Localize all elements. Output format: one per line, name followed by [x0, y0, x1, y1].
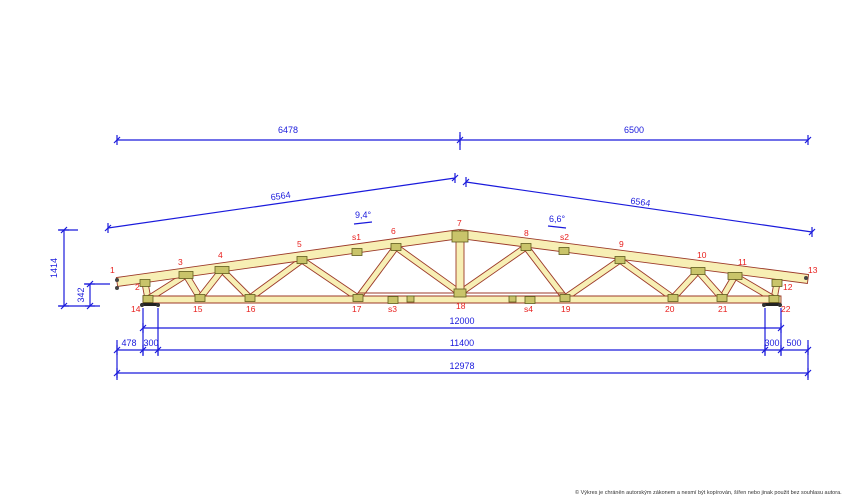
- king-post: [455, 239, 465, 293]
- connector-plate-s4: [524, 296, 536, 304]
- dimension-text-slope_right: 6564: [630, 196, 651, 209]
- connector-plate-17: [352, 294, 364, 302]
- connector-plate-2: [139, 279, 151, 287]
- dimension-text-overall: 12978: [449, 361, 474, 371]
- splice-plate: [508, 295, 517, 303]
- connector-plate-21: [716, 294, 728, 302]
- connector-plate-3: [178, 271, 194, 279]
- connector-plate-8: [520, 243, 532, 251]
- node-label-16: 16: [246, 304, 256, 314]
- dimension-tick: [462, 178, 470, 186]
- node-label-s3: s3: [388, 304, 397, 314]
- dimension-text-top_left: 6478: [278, 125, 298, 135]
- node-label-6: 6: [391, 226, 396, 236]
- copyright-notice: © Výkres je chráněn autorským zákonem a …: [575, 490, 842, 496]
- connector-plate-7: [451, 230, 469, 243]
- node-label-19: 19: [561, 304, 571, 314]
- node-label-10: 10: [697, 250, 707, 260]
- connector-plate-s1: [351, 248, 363, 256]
- node-label-20: 20: [665, 304, 675, 314]
- connector-plate-12: [771, 279, 783, 287]
- connector-plate-5: [296, 256, 308, 264]
- node-label-3: 3: [178, 257, 183, 267]
- node-label-s1: s1: [352, 232, 361, 242]
- node-label-4: 4: [218, 250, 223, 260]
- node-label-18: 18: [456, 301, 466, 311]
- truss: [115, 229, 810, 307]
- node-label-9: 9: [619, 239, 624, 249]
- connector-plate-15: [194, 294, 206, 302]
- connector-plate-9: [614, 256, 626, 264]
- connector-plate-10: [690, 267, 706, 275]
- node-label-5: 5: [297, 239, 302, 249]
- connector-plate-16: [244, 294, 256, 302]
- splice-plate: [406, 295, 415, 303]
- dimension-text-seg_11400: 11400: [450, 338, 474, 348]
- dimension-line: [465, 181, 813, 233]
- dimension-tick: [104, 224, 112, 232]
- node-label-14: 14: [131, 304, 141, 314]
- dimension-text-seg_300a: 300: [143, 338, 158, 348]
- connector-plate-19: [559, 294, 571, 302]
- node-label-13: 13: [808, 265, 818, 275]
- dimension-text-height_total: 1414: [49, 258, 59, 278]
- support-node: [762, 303, 766, 307]
- dimension-text-left: 9,4°: [355, 210, 372, 220]
- dimension-text-seg_500: 500: [786, 338, 801, 348]
- connector-plate-6: [390, 243, 402, 251]
- web-member: [299, 256, 361, 302]
- connector-plate-s3: [387, 296, 399, 304]
- node-label-1: 1: [110, 265, 115, 275]
- node-label-12: 12: [783, 282, 793, 292]
- connector-plate-11: [727, 272, 743, 280]
- dimension-text-height_heel: 342: [76, 287, 86, 302]
- connector-plate-s2: [558, 247, 570, 255]
- support-node: [778, 303, 782, 307]
- node-label-7: 7: [457, 218, 462, 228]
- node-label-2: 2: [135, 282, 140, 292]
- node-label-s4: s4: [524, 304, 533, 314]
- dimension-tick: [451, 174, 459, 182]
- dimension-tick: [804, 136, 812, 144]
- node-label-8: 8: [524, 228, 529, 238]
- connector-plate-18: [453, 288, 467, 298]
- dimension-tick: [113, 136, 121, 144]
- angle-indicator: [547, 225, 567, 229]
- node-label-22: 22: [781, 304, 791, 314]
- node-label-21: 21: [718, 304, 728, 314]
- dimension-tick: [86, 302, 94, 310]
- connector-plate-20: [667, 294, 679, 302]
- web-member: [457, 243, 529, 297]
- support-bearing: [141, 303, 159, 306]
- end-node: [804, 276, 808, 280]
- dimension-tick: [808, 228, 816, 236]
- support-node: [140, 303, 144, 307]
- end-node: [115, 286, 119, 290]
- node-label-11: 11: [738, 257, 747, 267]
- node-label-s2: s2: [560, 232, 569, 242]
- end-node: [115, 278, 119, 282]
- angle-indicator: [353, 221, 373, 225]
- dimension-text-top_right: 6500: [624, 125, 644, 135]
- dimension-text-span: 12000: [449, 316, 474, 326]
- node-label-17: 17: [352, 304, 362, 314]
- node-label-15: 15: [193, 304, 203, 314]
- connector-plate-22: [768, 295, 780, 303]
- dimension-line: [107, 177, 456, 229]
- web-member: [393, 243, 463, 297]
- support-node: [156, 303, 160, 307]
- support-bearing: [763, 303, 781, 306]
- connector-plate-4: [214, 266, 230, 274]
- dimension-text-slope_left: 6564: [270, 190, 291, 203]
- dimension-text-right: 6,6°: [549, 214, 566, 224]
- web-member: [562, 256, 623, 302]
- dimension-text-seg_300b: 300: [764, 338, 779, 348]
- connector-plate-14: [142, 295, 154, 303]
- dimension-text-seg_478: 478: [121, 338, 136, 348]
